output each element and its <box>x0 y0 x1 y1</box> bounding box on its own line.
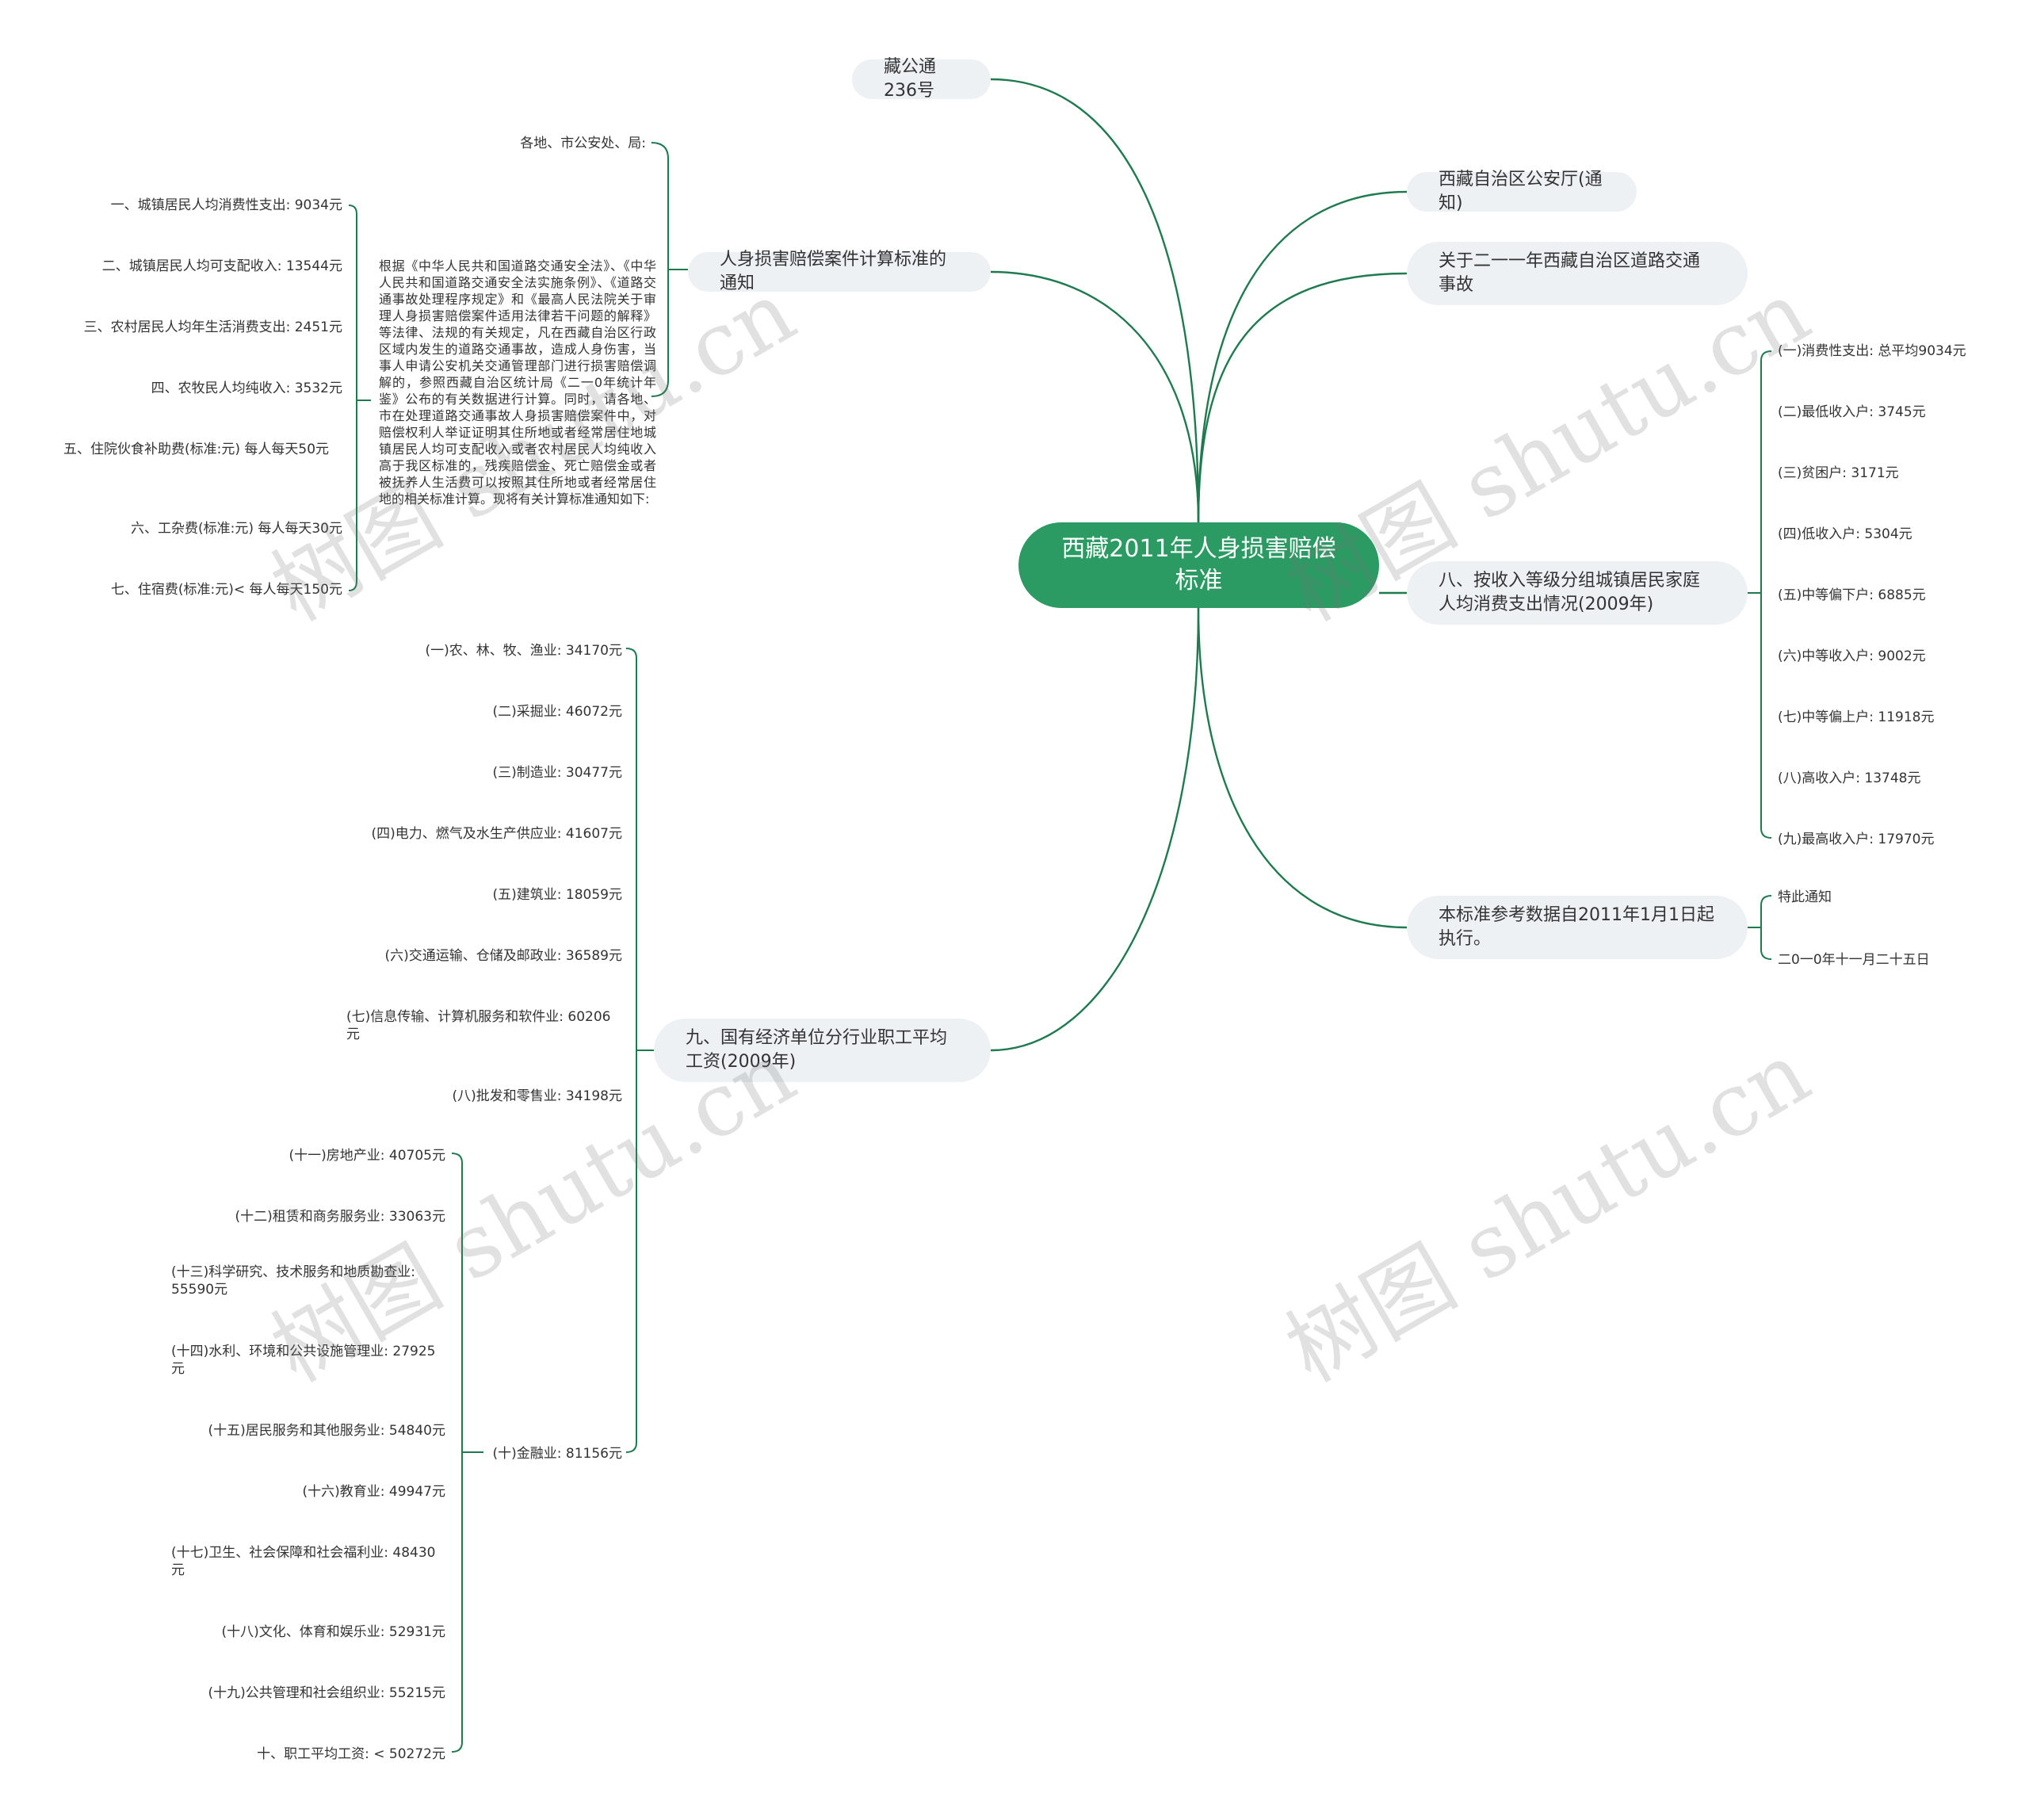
income-item: (六)中等收入户: 9002元 <box>1778 648 1926 664</box>
income-item: (二)最低收入户: 3745元 <box>1778 404 1926 420</box>
wages-node[interactable]: 九、国有经济单位分行业职工平均工资(2009年) <box>654 1019 991 1082</box>
leaf-brackets <box>348 142 1772 1753</box>
income-item: (五)中等偏下户: 6885元 <box>1778 587 1926 603</box>
bracket-effective <box>1760 895 1772 960</box>
doc-number-node[interactable]: 藏公通236号 <box>852 57 991 101</box>
link-issuer <box>1197 190 1408 523</box>
wage-item: (一)农、林、牧、渔业: 34170元 <box>425 643 622 659</box>
finance-item: (十一)房地产业: 40705元 <box>288 1148 445 1164</box>
income-item: (九)最高收入户: 17970元 <box>1778 832 1935 847</box>
about-label: 关于二一一年西藏自治区道路交通事故 <box>1439 251 1701 295</box>
wage-item: (七)信息传输、计算机服务和软件业: 60206元 <box>346 1009 611 1042</box>
notice-item: 六、工杂费(标准:元) 每人每天30元 <box>130 521 342 537</box>
notice-recipient: 各地、市公安处、局: <box>520 136 646 151</box>
bracket-wages <box>625 648 637 1453</box>
wage-item: (二)采掘业: 46072元 <box>492 704 622 720</box>
effective-item: 二0一0年十一月二十五日 <box>1778 952 1930 968</box>
notice-item: 一、城镇居民人均消费性支出: 9034元 <box>110 197 342 213</box>
wage-item: (八)批发和零售业: 34198元 <box>452 1088 622 1104</box>
income-levels-node[interactable]: 八、按收入等级分组城镇居民家庭人均消费支出情况(2009年) <box>1407 561 1748 625</box>
link-notice <box>990 270 1200 523</box>
doc-number-label: 藏公通236号 <box>884 57 937 101</box>
income-item: (三)贫困户: 3171元 <box>1778 465 1899 481</box>
wage-item: (六)交通运输、仓储及邮政业: 36589元 <box>384 948 622 964</box>
income-item: (八)高收入户: 13748元 <box>1778 770 1921 786</box>
effective-node[interactable]: 本标准参考数据自2011年1月1日起执行。 <box>1407 896 1748 959</box>
wage-item: (三)制造业: 30477元 <box>492 765 622 781</box>
about-node[interactable]: 关于二一一年西藏自治区道路交通事故 <box>1407 242 1748 305</box>
wages-label: 九、国有经济单位分行业职工平均工资(2009年) <box>686 1028 948 1072</box>
link-about <box>1197 272 1408 523</box>
wage-item: (四)电力、燃气及水生产供应业: 41607元 <box>371 826 622 842</box>
issuer-label: 西藏自治区公安厅(通知) <box>1439 170 1603 213</box>
finance-item: (十三)科学研究、技术服务和地质勘查业: 55590元 <box>171 1264 415 1298</box>
finance-item: 十、职工平均工资: < 50272元 <box>257 1746 445 1762</box>
finance-item: (十六)教育业: 49947元 <box>302 1484 445 1500</box>
issuer-node[interactable]: 西藏自治区公安厅(通知) <box>1407 170 1637 213</box>
effective-label: 本标准参考数据自2011年1月1日起执行。 <box>1439 905 1714 949</box>
income-levels-label: 八、按收入等级分组城镇居民家庭人均消费支出情况(2009年) <box>1439 571 1701 614</box>
finance-item: (十四)水利、环境和公共设施管理业: 27925元 <box>171 1344 436 1377</box>
effective-item: 特此通知 <box>1778 889 1832 905</box>
income-item: (一)消费性支出: 总平均9034元 <box>1778 343 1966 359</box>
finance-item: (十九)公共管理和社会组织业: 55215元 <box>208 1685 445 1701</box>
income-item: (七)中等偏上户: 11918元 <box>1778 709 1935 725</box>
notice-item: 二、城镇居民人均可支配收入: 13544元 <box>101 258 342 274</box>
notice-item: 七、住宿费(标准:元)< 每人每天150元 <box>110 582 342 598</box>
link-wages <box>990 607 1200 1052</box>
bracket-notice-items <box>348 205 357 591</box>
notice-item: 五、住院伙食补助费(标准:元) 每人每天50元 <box>63 442 330 457</box>
notice-label: 人身损害赔偿案件计算标准的通知 <box>720 250 947 293</box>
branch-links <box>990 78 1408 1052</box>
notice-node[interactable]: 人身损害赔偿案件计算标准的通知 <box>688 250 991 293</box>
link-doc-number <box>990 78 1200 523</box>
finance-item: (十二)租赁和商务服务业: 33063元 <box>235 1209 445 1225</box>
wage-item: (五)建筑业: 18059元 <box>492 887 622 903</box>
notice-item: 四、农牧民人均纯收入: 3532元 <box>151 380 342 396</box>
finance-node[interactable]: (十)金融业: 81156元 <box>492 1446 622 1462</box>
bracket-income <box>1760 350 1772 839</box>
link-effective <box>1197 607 1408 929</box>
finance-item: (十七)卫生、社会保障和社会福利业: 48430元 <box>171 1545 436 1578</box>
root-topic[interactable]: 西藏2011年人身损害赔偿标准 <box>1018 522 1379 608</box>
notice-item: 三、农村居民人均年生活消费支出: 2451元 <box>83 319 342 335</box>
finance-item: (十五)居民服务和其他服务业: 54840元 <box>208 1423 445 1439</box>
notice-body: 根据《中华人民共和国道路交通安全法》、《中华人民共和国道路交通安全法实施条例》、… <box>379 258 656 507</box>
income-item: (四)低收入户: 5304元 <box>1778 526 1912 542</box>
finance-item: (十八)文化、体育和娱乐业: 52931元 <box>221 1624 445 1640</box>
